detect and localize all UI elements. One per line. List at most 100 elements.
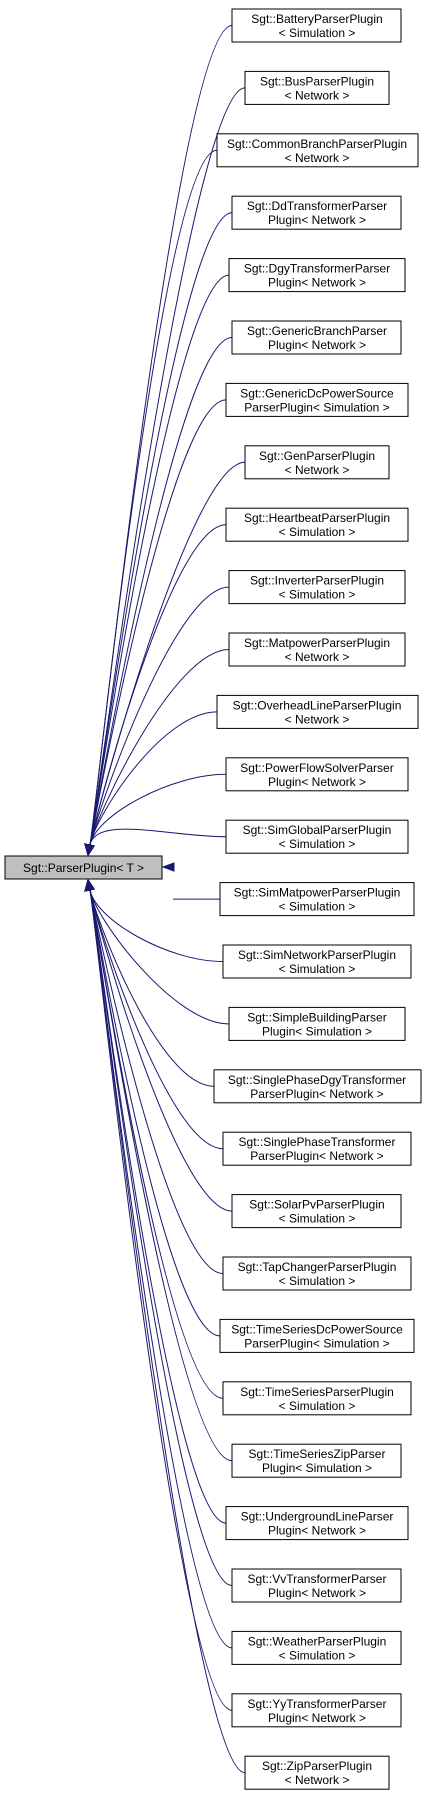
inheritance-edge xyxy=(89,889,224,1274)
child-class-node[interactable]: Sgt::SimMatpowerParserPlugin< Simulation… xyxy=(219,882,415,917)
child-class-box xyxy=(219,1318,415,1353)
child-class-label-line2: < Network > xyxy=(285,88,350,102)
child-class-label-line2: < Simulation > xyxy=(279,525,356,539)
child-class-box xyxy=(222,1381,412,1416)
child-class-node[interactable]: Sgt::TimeSeriesParserPlugin< Simulation … xyxy=(222,1381,412,1416)
child-class-node[interactable]: Sgt::TapChangerParserPlugin< Simulation … xyxy=(222,1256,412,1291)
child-class-label-line1: Sgt::TimeSeriesDcPowerSource xyxy=(231,1322,403,1336)
child-class-label-line1: Sgt::DdTransformerParser xyxy=(247,199,387,213)
child-class-label-line1: Sgt::ZipParserPlugin xyxy=(262,1759,372,1773)
child-class-box xyxy=(231,1630,402,1665)
child-class-node[interactable]: Sgt::TimeSeriesDcPowerSourceParserPlugin… xyxy=(219,1318,415,1353)
child-class-label-line2: ParserPlugin< Simulation > xyxy=(244,1336,389,1350)
inheritance-edge xyxy=(89,149,218,846)
child-class-label-line2: < Simulation > xyxy=(279,837,356,851)
child-class-node[interactable]: Sgt::GenParserPlugin< Network > xyxy=(244,445,390,480)
child-class-label-line2: < Simulation > xyxy=(279,962,356,976)
root-node-label: Sgt::ParserPlugin< T > xyxy=(23,861,144,875)
edge-layer xyxy=(84,25,246,1774)
inheritance-arrowhead xyxy=(84,878,95,892)
child-class-label-line1: Sgt::SimpleBuildingParser xyxy=(247,1010,386,1024)
child-class-node[interactable]: Sgt::ZipParserPlugin< Network > xyxy=(244,1755,390,1790)
child-class-label-line2: < Network > xyxy=(285,151,350,165)
child-class-box xyxy=(244,70,390,105)
child-class-label-line1: Sgt::SolarPvParserPlugin xyxy=(249,1198,384,1212)
child-class-box xyxy=(225,819,409,854)
inheritance-edge xyxy=(89,889,233,1212)
child-class-label-line1: Sgt::BatteryParserPlugin xyxy=(251,12,382,26)
child-class-label-line2: < Simulation > xyxy=(279,1399,356,1413)
inheritance-edge xyxy=(89,889,233,1586)
inheritance-edge xyxy=(89,889,224,1399)
child-class-box xyxy=(222,944,412,979)
inheritance-edge xyxy=(89,25,233,846)
child-class-box xyxy=(231,8,402,43)
child-class-label-line1: Sgt::VvTransformerParser xyxy=(248,1572,387,1586)
child-class-node[interactable]: Sgt::CommonBranchParserPlugin< Network > xyxy=(216,133,419,168)
child-class-node[interactable]: Sgt::OverheadLineParserPlugin< Network > xyxy=(216,694,419,729)
child-class-box xyxy=(222,1131,412,1166)
child-class-box xyxy=(222,1256,412,1291)
child-class-box xyxy=(231,1443,402,1478)
child-class-node[interactable]: Sgt::SimNetworkParserPlugin< Simulation … xyxy=(222,944,412,979)
child-class-label-line2: Plugin< Network > xyxy=(268,1711,366,1725)
child-class-node[interactable]: Sgt::InverterParserPlugin< Simulation > xyxy=(228,570,406,605)
root-node-box xyxy=(4,855,163,880)
child-class-label-line2: Plugin< Simulation > xyxy=(262,1024,372,1038)
inheritance-edge xyxy=(89,889,230,1025)
child-class-label-line1: Sgt::SimNetworkParserPlugin xyxy=(238,948,396,962)
child-class-label-line2: Plugin< Network > xyxy=(268,338,366,352)
child-class-label-line1: Sgt::SinglePhaseDgyTransformer xyxy=(228,1073,406,1087)
child-class-node[interactable]: Sgt::HeartbeatParserPlugin< Simulation > xyxy=(225,507,409,542)
child-class-label-line2: ParserPlugin< Simulation > xyxy=(244,400,389,414)
child-class-label-line1: Sgt::TapChangerParserPlugin xyxy=(238,1260,397,1274)
child-class-node[interactable]: Sgt::BatteryParserPlugin< Simulation > xyxy=(231,8,402,43)
child-class-label-line2: ParserPlugin< Network > xyxy=(250,1087,383,1101)
child-class-node[interactable]: Sgt::SinglePhaseTransformerParserPlugin<… xyxy=(222,1131,412,1166)
child-class-label-line2: < Network > xyxy=(285,712,350,726)
inheritance-edge xyxy=(89,274,230,846)
child-class-box xyxy=(244,1755,390,1790)
child-class-node[interactable]: Sgt::BusParserPlugin< Network > xyxy=(244,70,390,105)
child-class-label-line1: Sgt::DgyTransformerParser xyxy=(244,262,390,276)
child-class-label-line2: < Network > xyxy=(285,463,350,477)
child-class-label-line1: Sgt::GenericDcPowerSource xyxy=(240,386,394,400)
child-class-label-line2: < Simulation > xyxy=(279,1212,356,1226)
child-class-label-line2: < Simulation > xyxy=(279,1648,356,1662)
inheritance-edge xyxy=(89,337,233,846)
child-class-label-line1: Sgt::TimeSeriesZipParser xyxy=(249,1447,386,1461)
child-class-label-line1: Sgt::UndergroundLineParser xyxy=(241,1510,394,1524)
child-class-node[interactable]: Sgt::SinglePhaseDgyTransformerParserPlug… xyxy=(213,1069,422,1104)
child-class-node[interactable]: Sgt::WeatherParserPlugin< Simulation > xyxy=(231,1630,402,1665)
child-class-label-line2: Plugin< Network > xyxy=(268,1524,366,1538)
child-class-label-line2: < Simulation > xyxy=(279,588,356,602)
child-class-box xyxy=(231,1194,402,1229)
child-class-label-line1: Sgt::GenericBranchParser xyxy=(247,324,387,338)
child-class-node[interactable]: Sgt::SolarPvParserPlugin< Simulation > xyxy=(231,1194,402,1229)
inheritance-edge xyxy=(89,586,230,846)
inheritance-edge xyxy=(89,524,227,846)
child-class-box xyxy=(244,445,390,480)
child-class-node[interactable]: Sgt::MatpowerParserPlugin< Network > xyxy=(228,632,406,667)
child-class-label-line2: < Simulation > xyxy=(279,26,356,40)
child-class-label-line1: Sgt::PowerFlowSolverParser xyxy=(240,761,393,775)
inheritance-edge xyxy=(89,889,221,1337)
child-class-label-line1: Sgt::BusParserPlugin xyxy=(260,74,374,88)
child-class-label-line2: Plugin< Network > xyxy=(268,775,366,789)
root-node[interactable]: Sgt::ParserPlugin< T > xyxy=(4,855,163,880)
inheritance-edge xyxy=(89,87,246,846)
child-class-node[interactable]: Sgt::SimGlobalParserPlugin< Simulation > xyxy=(225,819,409,854)
child-class-box xyxy=(225,382,409,417)
child-class-label-line1: Sgt::HeartbeatParserPlugin xyxy=(244,511,390,525)
child-class-label-line2: < Network > xyxy=(285,650,350,664)
